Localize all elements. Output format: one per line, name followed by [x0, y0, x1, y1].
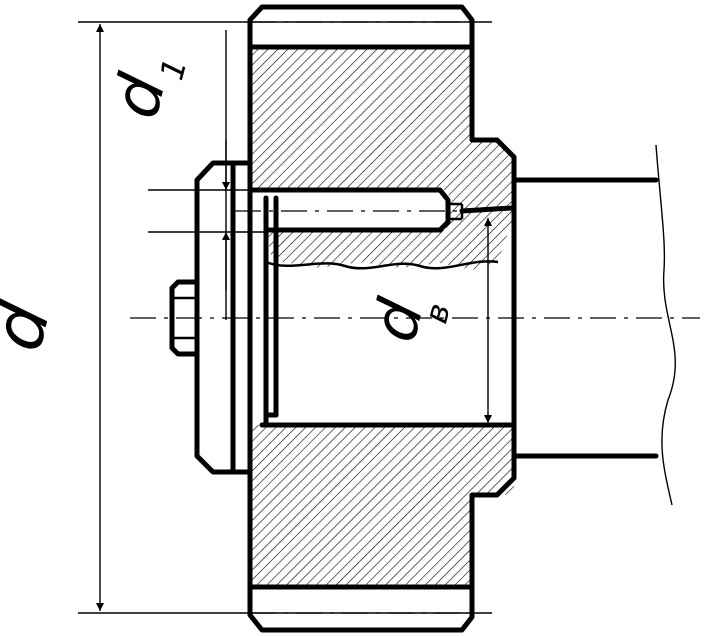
dimensions — [96, 24, 492, 611]
shaft — [511, 144, 676, 506]
pin-body — [247, 187, 451, 233]
break-line — [265, 260, 499, 270]
hatch-lower-rim-mask — [472, 495, 516, 590]
bolt-head — [169, 279, 200, 357]
hatch-upper-rim — [251, 47, 472, 190]
hatch-upper-hub — [266, 140, 514, 270]
rim-outline — [247, 4, 517, 633]
pin — [148, 187, 515, 233]
shaft-break-curve — [655, 144, 676, 506]
gear-rim-outline — [247, 4, 517, 633]
bore-chamfer — [263, 412, 279, 428]
pin-leader — [459, 205, 515, 214]
label-d1-subscript: 1 — [152, 54, 194, 84]
bore — [263, 195, 499, 428]
label-d: d — [0, 294, 66, 359]
